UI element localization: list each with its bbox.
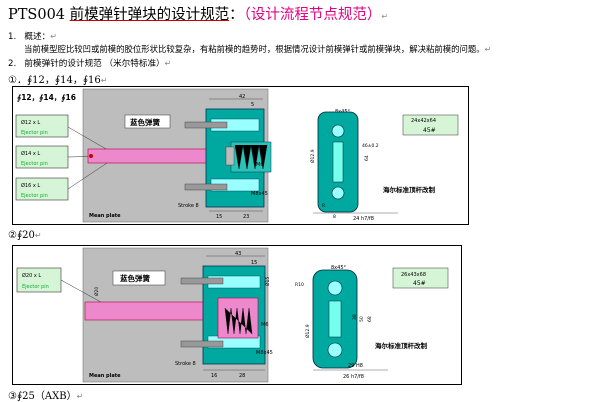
panel-phi20: Ø20 x L Ejector pin Ø20 蓝色弹簧 43 15 Ø15 M… (12, 245, 462, 385)
mean-plate: Mean plate (89, 213, 121, 219)
sub2-text: ②∮20 (8, 230, 35, 241)
item2-num: 2. (8, 59, 17, 69)
dim-5: 5 (251, 102, 254, 108)
title-colon: ： (229, 7, 244, 23)
sub3-heading: ③∮25（AXB）↵ (8, 387, 83, 402)
spring-label: 蓝色弹簧 (130, 117, 160, 127)
spec-20: Ø20 x L (22, 272, 41, 279)
dim-24: 24 h7/f8 (353, 216, 374, 222)
plate-spec-box (392, 267, 449, 289)
drawing-phi12-16: ∮12，∮14，∮16 Ø12 x L Ejector pin Ø14 x L … (15, 88, 459, 223)
label-m8: M8x45 (251, 191, 268, 197)
ejector-14: Ejector pin (21, 161, 48, 167)
ejector-20: Ejector pin (22, 284, 49, 290)
item1-heading: 1. 概述：↵ (8, 30, 57, 42)
spec-16: Ø16 x L (21, 182, 40, 189)
item2-heading: 2. 前模弹针的设计规范 （米尔特标准）↵ (8, 57, 171, 69)
dim-15: 15 (216, 214, 222, 220)
dim-42: 42 (239, 94, 245, 100)
spec-12: Ø12 x L (21, 119, 40, 126)
dim-phi: Ø12.9 (309, 149, 316, 163)
bolt-label: 8x45° (331, 265, 347, 271)
sub1-heading: ①．∮12，∮14，∮16↵ (8, 71, 107, 86)
return-mark: ↵ (34, 231, 42, 240)
spring-label-box (124, 114, 171, 129)
plate-size: 24x42x64 (411, 118, 436, 124)
spring-coils (234, 144, 268, 170)
return-mark: ↵ (484, 45, 492, 54)
steel-grade: 45# (423, 127, 436, 134)
return-mark: ↵ (381, 12, 389, 21)
dim-28: 28 (239, 373, 245, 379)
return-mark: ↵ (100, 76, 108, 85)
title-code: PTS004 (8, 7, 70, 23)
spring-coils (224, 307, 253, 335)
phi20: Ø20 (93, 287, 100, 296)
ejector-12: Ejector pin (21, 130, 48, 136)
title-paren: （设计流程节点规范） (243, 7, 382, 23)
title-main: 前模弹针弹块的设计规范 (69, 7, 230, 23)
dim-29: 29 H8 (348, 363, 363, 369)
plate-size: 26x43x68 (401, 272, 426, 278)
item1-body-text: 当前模型腔比较凹或前模的胶位形状比较复杂，有粘前模的趋势时，根据情况设计前模弹针… (24, 44, 485, 54)
item2-label: 前模弹针的设计规范 （米尔特标准） (24, 59, 165, 69)
steel-grade: 45# (413, 280, 426, 287)
dim-8: 8 (333, 214, 336, 220)
label-m6: M6 (256, 162, 264, 168)
spring-label-box (112, 270, 166, 286)
spec-box-12 (15, 114, 69, 138)
label-m6: M6 (261, 322, 269, 328)
dim-38: 38 (352, 314, 358, 320)
corner-label: ∮12，∮14，∮16 (16, 93, 76, 102)
label-stroke: Stroke 8 (175, 361, 196, 367)
ejector-16: Ejector pin (21, 193, 48, 199)
dim-68: 68 (367, 316, 373, 322)
dim-46: 46±0.2 (362, 143, 379, 149)
dim-r: R (322, 203, 325, 209)
label-stroke: Stroke 8 (178, 203, 199, 209)
dim-43: 43 (235, 251, 241, 257)
dim-r10: R10 (295, 282, 304, 288)
mean-plate: Mean plate (89, 373, 121, 379)
item1-num: 1. (8, 32, 17, 42)
label-m8: M8x45 (256, 350, 273, 356)
spec-box-20 (16, 267, 62, 293)
dim-26: 26 h7/f8 (343, 374, 364, 380)
plate-spec-box (402, 114, 459, 136)
dim-15: 15 (251, 260, 257, 266)
standard-note: 海尔标准顶杆改制 (383, 185, 436, 194)
dim-50: 50 (359, 316, 365, 322)
sub1-text: ①．∮12，∮14，∮16 (8, 75, 101, 86)
spring-label: 蓝色弹簧 (120, 273, 150, 283)
sub2-heading: ②∮20↵ (8, 230, 42, 241)
dim-16: 16 (211, 373, 217, 379)
item1-label: 概述： (24, 32, 51, 42)
spec-14: Ø14 x L (21, 150, 40, 157)
standard-note: 海尔标准顶杆改制 (375, 341, 428, 350)
return-mark: ↵ (76, 392, 84, 401)
return-mark: ↵ (50, 32, 57, 41)
panel-phi12-16: ∮12，∮14，∮16 Ø12 x L Ejector pin Ø14 x L … (12, 86, 469, 225)
return-mark: ↵ (164, 59, 172, 68)
sub3-text: ③∮25（AXB） (8, 391, 77, 402)
phi15: Ø15 (264, 277, 271, 286)
dim-phi: Ø12.9 (304, 324, 311, 338)
drawing-phi20: Ø20 x L Ejector pin Ø20 蓝色弹簧 43 15 Ø15 M… (16, 247, 449, 383)
dim-64: 64 (364, 155, 370, 161)
page-title: PTS004 前模弹针弹块的设计规范：（设计流程节点规范）↵ (8, 3, 388, 24)
dim-23: 23 (243, 214, 249, 220)
ejector-pin (87, 148, 227, 164)
item1-body: 当前模型腔比较凹或前模的胶位形状比较复杂，有粘前模的趋势时，根据情况设计前模弹针… (24, 43, 491, 55)
